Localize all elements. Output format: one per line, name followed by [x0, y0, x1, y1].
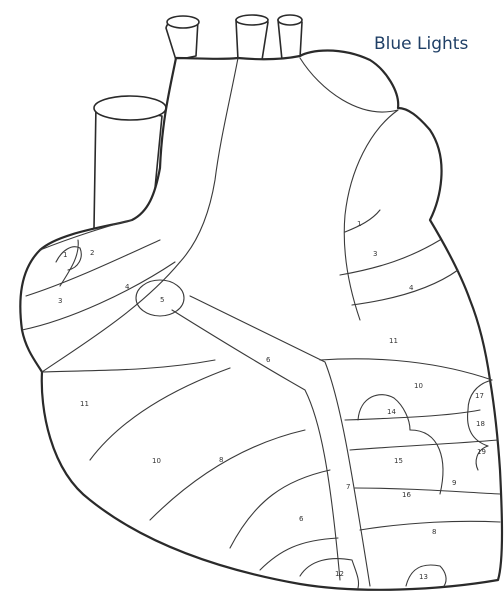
label-18: 18	[476, 420, 485, 428]
label-9: 9	[452, 479, 456, 487]
label-12: 12	[335, 570, 344, 578]
aorta-branch-left-opening	[167, 16, 199, 28]
heart-outline	[20, 51, 502, 590]
aorta-branch-right-opening	[278, 15, 302, 25]
label-7: 7	[346, 483, 350, 491]
label-10: 10	[414, 382, 423, 390]
aorta-branch-mid-opening	[236, 15, 268, 25]
label-right-3: 3	[373, 250, 377, 258]
label-left-5: 5	[160, 296, 164, 304]
label-15: 15	[394, 457, 403, 465]
label-right-11: 11	[389, 337, 398, 345]
great-vessels	[166, 15, 302, 60]
label-17: 17	[475, 392, 484, 400]
label-left-10: 10	[152, 457, 161, 465]
vena-cava-opening	[94, 96, 166, 120]
label-19: 19	[477, 448, 486, 456]
label-bottom-6: 6	[299, 515, 304, 523]
label-6: 6	[266, 356, 271, 364]
label-left-4: 4	[125, 283, 130, 291]
label-left-1: 1	[63, 251, 67, 259]
label-left-8: 8	[219, 456, 223, 464]
label-13: 13	[419, 573, 428, 581]
label-bottom-8: 8	[432, 528, 436, 536]
label-right-1: 1	[357, 220, 361, 228]
label-16: 16	[402, 491, 411, 499]
label-left-3: 3	[58, 297, 62, 305]
aorta-branch-right	[278, 20, 302, 60]
label-left-2: 2	[90, 249, 94, 257]
aorta-branch-mid	[236, 20, 268, 60]
label-14: 14	[387, 408, 396, 416]
diagram-title: Blue Lights	[374, 34, 468, 54]
label-right-4: 4	[409, 284, 414, 292]
label-left-11: 11	[80, 400, 89, 408]
